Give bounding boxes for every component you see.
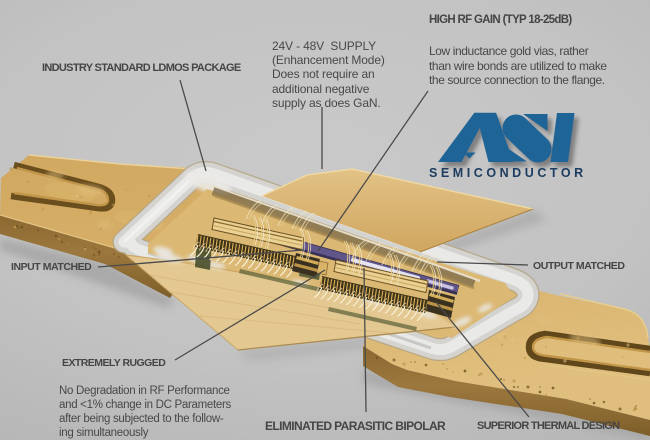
svg-text:SEMICONDUCTOR: SEMICONDUCTOR <box>429 166 587 180</box>
